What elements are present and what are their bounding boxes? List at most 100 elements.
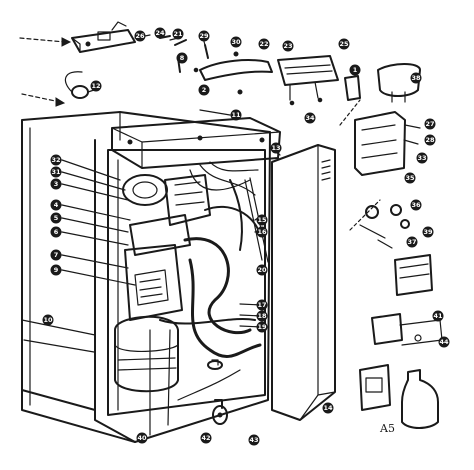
callout-23: 23 xyxy=(282,40,294,52)
callout-44: 44 xyxy=(438,336,450,348)
svg-text:22: 22 xyxy=(259,40,268,48)
svg-text:17: 17 xyxy=(257,301,266,309)
callout-7: 7 xyxy=(50,249,62,261)
svg-text:28: 28 xyxy=(425,136,435,144)
svg-text:41: 41 xyxy=(433,312,443,320)
svg-text:38: 38 xyxy=(411,74,421,82)
svg-text:14: 14 xyxy=(323,404,333,412)
svg-text:2: 2 xyxy=(202,86,207,94)
callout-9: 9 xyxy=(50,264,62,276)
control-panel xyxy=(111,117,281,169)
callout-20: 20 xyxy=(256,264,268,276)
callout-1: 1 xyxy=(349,64,361,76)
leveling-foot xyxy=(207,359,223,370)
callout-37: 37 xyxy=(406,236,418,248)
callout-33: 33 xyxy=(416,152,428,164)
callout-4: 4 xyxy=(50,199,62,211)
callout-31: 31 xyxy=(50,166,62,178)
callout-38: 38 xyxy=(410,72,422,84)
callout-28: 28 xyxy=(424,134,436,146)
callouts: 26 24 21 29 30 22 23 38 8 25 2 1 34 32 1… xyxy=(42,27,450,446)
terminal-block xyxy=(277,55,339,106)
callout-24: 24 xyxy=(154,27,166,39)
callout-32: 32 xyxy=(50,154,62,166)
svg-text:15: 15 xyxy=(257,216,267,224)
callout-15: 15 xyxy=(256,214,268,226)
callout-19: 19 xyxy=(256,321,268,333)
svg-text:33: 33 xyxy=(417,154,426,162)
cabinet xyxy=(21,111,271,443)
callout-40: 40 xyxy=(136,432,148,444)
svg-text:27: 27 xyxy=(425,120,434,128)
callout-6: 6 xyxy=(50,226,62,238)
svg-text:24: 24 xyxy=(155,29,165,37)
svg-text:25: 25 xyxy=(339,40,349,48)
svg-text:44: 44 xyxy=(439,338,449,346)
callout-5: 5 xyxy=(50,212,62,224)
svg-text:13: 13 xyxy=(271,144,280,152)
svg-text:30: 30 xyxy=(231,38,241,46)
svg-text:37: 37 xyxy=(407,238,416,246)
svg-text:21: 21 xyxy=(173,30,183,38)
callout-42: 42 xyxy=(200,432,212,444)
svg-text:19: 19 xyxy=(257,323,267,331)
svg-text:12: 12 xyxy=(91,82,100,90)
thermostat-cluster xyxy=(359,204,410,249)
svg-text:42: 42 xyxy=(201,434,210,442)
strap-bracket xyxy=(199,59,273,81)
callout-26: 26 xyxy=(134,30,146,42)
callout-25: 25 xyxy=(338,38,350,50)
detergent-dispenser xyxy=(359,364,391,411)
svg-text:7: 7 xyxy=(54,251,59,259)
svg-text:23: 23 xyxy=(283,42,292,50)
callout-21: 21 xyxy=(172,28,184,40)
switch xyxy=(344,75,361,101)
svg-text:36: 36 xyxy=(411,201,421,209)
callout-16: 16 xyxy=(256,226,268,238)
callout-43: 43 xyxy=(248,434,260,446)
callout-27: 27 xyxy=(424,118,436,130)
callout-13: 13 xyxy=(270,142,282,154)
solenoid-bracket xyxy=(71,21,136,53)
caster-wheel xyxy=(212,399,228,425)
svg-text:34: 34 xyxy=(305,114,315,122)
timer-motor xyxy=(394,254,433,296)
wiring-harness xyxy=(189,161,269,263)
callout-2: 2 xyxy=(198,84,210,96)
svg-text:10: 10 xyxy=(43,316,53,324)
callout-10: 10 xyxy=(42,314,54,326)
water-valve xyxy=(371,313,443,346)
svg-text:3: 3 xyxy=(54,180,59,188)
page-code: A5 xyxy=(379,422,395,435)
relay-assembly xyxy=(354,111,421,176)
svg-text:43: 43 xyxy=(249,436,258,444)
svg-text:20: 20 xyxy=(257,266,267,274)
callout-29: 29 xyxy=(198,30,210,42)
callout-8: 8 xyxy=(176,52,188,64)
svg-text:26: 26 xyxy=(135,32,145,40)
rinse-bottle xyxy=(401,369,439,429)
svg-text:5: 5 xyxy=(54,214,59,222)
callout-30: 30 xyxy=(230,36,242,48)
callout-41: 41 xyxy=(432,310,444,322)
callout-36: 36 xyxy=(410,199,422,211)
motor-assembly xyxy=(114,174,211,393)
side-panel xyxy=(271,144,336,421)
svg-text:11: 11 xyxy=(231,111,241,119)
callout-39: 39 xyxy=(422,226,434,238)
svg-text:6: 6 xyxy=(54,228,59,236)
svg-text:39: 39 xyxy=(423,228,433,236)
svg-text:35: 35 xyxy=(405,174,415,182)
svg-text:18: 18 xyxy=(257,312,267,320)
svg-text:8: 8 xyxy=(180,54,185,62)
callout-35: 35 xyxy=(404,172,416,184)
callout-34: 34 xyxy=(304,112,316,124)
svg-text:16: 16 xyxy=(257,228,267,236)
assembly-arrows xyxy=(19,37,381,231)
svg-text:32: 32 xyxy=(51,156,60,164)
svg-text:29: 29 xyxy=(199,32,209,40)
svg-text:9: 9 xyxy=(54,266,59,274)
svg-text:4: 4 xyxy=(54,201,59,209)
svg-text:31: 31 xyxy=(51,168,61,176)
